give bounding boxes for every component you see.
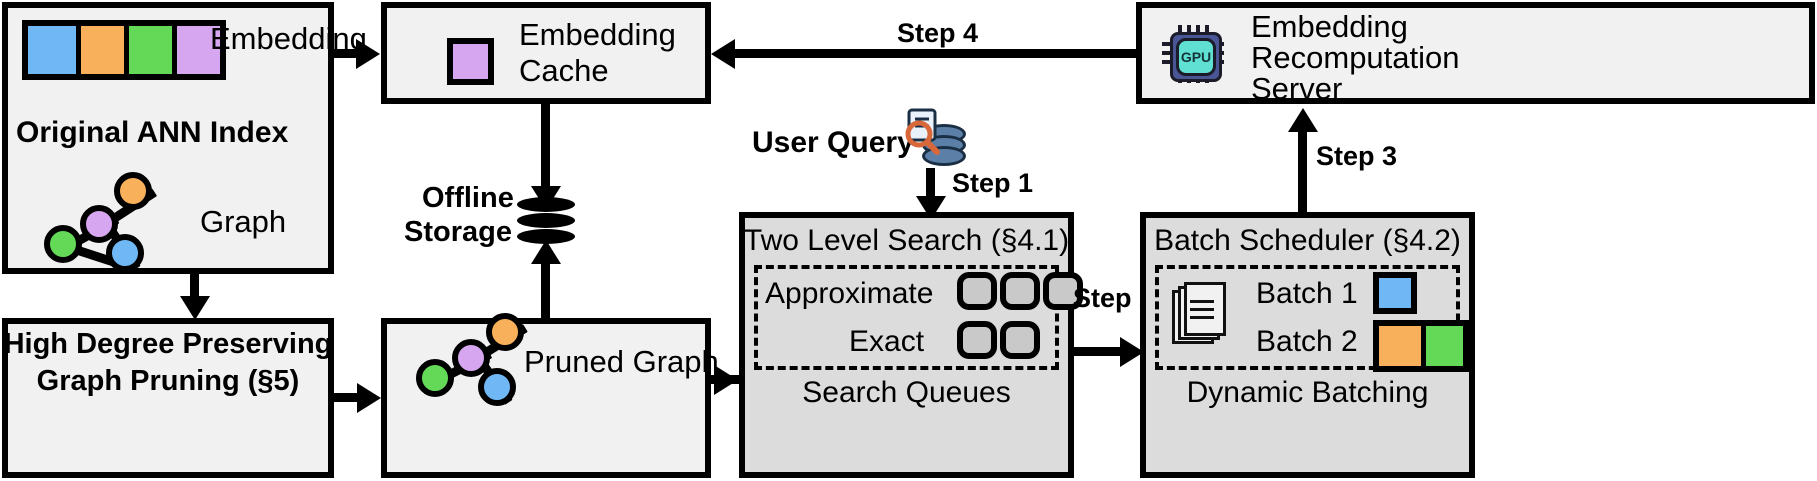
step3-label: Step 3 <box>1316 141 1398 171</box>
batch-2-swatch-orange <box>1379 326 1421 366</box>
embedding-cache-box <box>381 2 711 104</box>
embedding-cache-swatch-icon <box>447 38 494 85</box>
batch-1-label: Batch 1 <box>1256 277 1358 310</box>
gpu-chip-core-label: GPU <box>1176 38 1216 76</box>
step4-arrow-line <box>735 49 1136 58</box>
graph-node-orange <box>486 313 524 351</box>
batch-scheduler-title: Batch Scheduler (§4.2) <box>1154 224 1461 257</box>
dynamic-batching-dashed-region <box>1155 265 1460 370</box>
step3-arrow-head <box>1288 108 1318 132</box>
gpu-chip-icon: GPU <box>1162 25 1224 83</box>
graph-node-purple <box>80 205 118 243</box>
exact-queue-slot <box>957 321 997 359</box>
two-level-search-title: Two Level Search (§4.1) <box>743 224 1070 257</box>
embedding-swatch-blue <box>28 26 76 74</box>
pruned-graph-label: Pruned Graph <box>524 344 719 379</box>
arrow-index-to-pruning-head <box>180 296 210 320</box>
step4-arrow-head <box>711 39 735 69</box>
graph-label: Graph <box>200 204 287 239</box>
batch-1-swatch-blue <box>1373 272 1417 314</box>
arrow-index-to-cache-head <box>356 39 380 69</box>
step3-arrow-line <box>1298 130 1307 212</box>
graph-node-orange <box>114 172 152 210</box>
offline-storage-label-line1: Offline <box>422 182 514 214</box>
database-cylinder-icon <box>517 197 575 245</box>
graph-node-green <box>416 359 454 397</box>
step2-arrow-line <box>1074 347 1136 356</box>
embedding-swatch-purple <box>172 26 220 74</box>
arrow-pruning-to-pruned-head <box>357 383 381 413</box>
exact-row-label: Exact <box>849 325 925 358</box>
arrow-index-to-cache-line <box>334 49 363 58</box>
step1-label: Step 1 <box>952 168 1034 198</box>
arrow-pruned-to-search-head <box>714 365 738 395</box>
pruned-graph-box <box>381 318 711 478</box>
recomputation-server-line1: Embedding <box>1251 9 1408 44</box>
embedding-swatch-row <box>22 20 226 80</box>
batch-2-label: Batch 2 <box>1256 325 1358 358</box>
approximate-queue-slot <box>1043 272 1083 310</box>
graph-node-green <box>44 225 82 263</box>
search-queues-dashed-region <box>754 265 1059 370</box>
step4-label: Step 4 <box>897 18 979 48</box>
step1-arrow-line <box>926 168 935 198</box>
user-query-label: User Query <box>752 126 914 159</box>
graph-pruning-box <box>2 318 334 478</box>
arrow-index-to-pruning-line <box>190 274 199 298</box>
embedding-swatch-green <box>124 26 172 74</box>
arrow-pruned-to-storage-line <box>541 262 550 320</box>
batch-2-swatch-green <box>1421 326 1463 366</box>
graph-node-blue <box>478 368 516 406</box>
arrow-pruning-to-pruned-line <box>334 393 364 402</box>
documents-icon <box>1172 282 1228 344</box>
graph-node-purple <box>452 339 490 377</box>
recomputation-server-box <box>1136 2 1815 104</box>
search-queues-footer: Search Queues <box>802 376 1011 409</box>
embedding-swatch-orange <box>76 26 124 74</box>
embedding-cache-title-line1: Embedding <box>519 17 676 52</box>
arrow-cache-to-storage-line <box>541 104 550 188</box>
approximate-row-label: Approximate <box>765 277 934 310</box>
offline-storage-label-line2: Storage <box>404 216 512 248</box>
exact-queue-slot <box>1000 321 1040 359</box>
graph-pruning-title-line1: High Degree Preserving <box>3 328 333 360</box>
graph-pruning-title-line2: Graph Pruning (§5) <box>36 365 300 397</box>
approximate-queue-slot <box>957 272 997 310</box>
arrow-pruned-to-storage-head <box>531 240 561 264</box>
graph-node-blue <box>106 234 144 272</box>
embedding-cache-title-line2: Cache <box>519 53 609 88</box>
query-search-database-icon <box>900 108 966 168</box>
original-ann-index-title: Original ANN Index <box>16 116 289 149</box>
recomputation-server-line3: Server <box>1251 71 1343 106</box>
recomputation-server-line2: Recomputation <box>1251 40 1460 75</box>
batch-2-swatch-row <box>1373 320 1469 372</box>
approximate-queue-slot <box>1000 272 1040 310</box>
dynamic-batching-footer: Dynamic Batching <box>1186 376 1429 409</box>
